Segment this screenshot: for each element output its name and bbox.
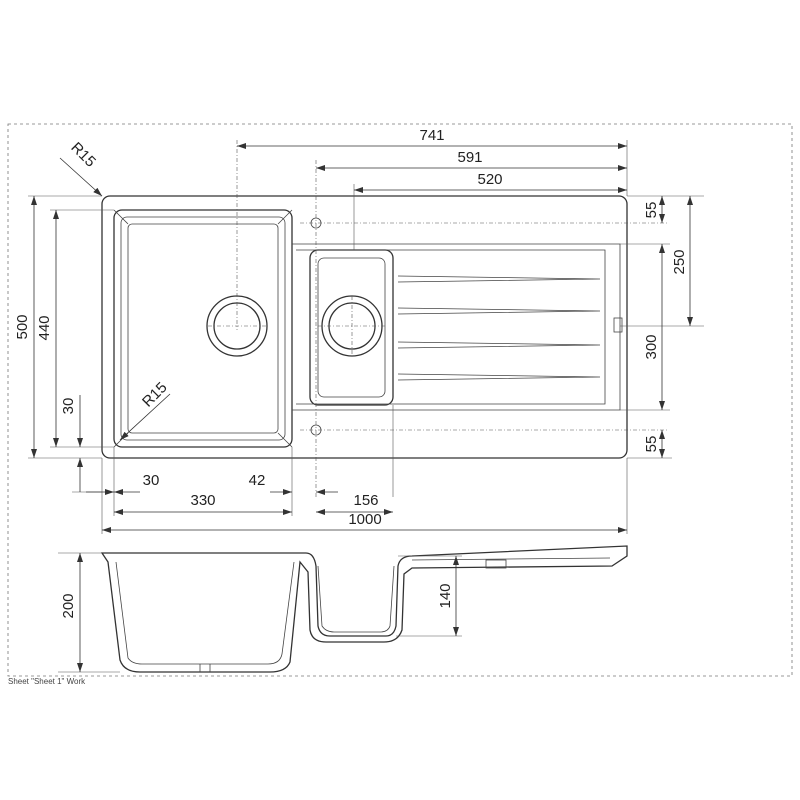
- dimension-labels: 741 591 520 30 42 330 156 1000 500 440 3…: [14, 127, 688, 528]
- overflow-slot: [613, 317, 623, 333]
- drainer-area: [292, 243, 621, 411]
- side-section-view: [100, 545, 628, 673]
- label-30-vertical: 30: [60, 398, 77, 415]
- extension-lines: [28, 140, 704, 534]
- top-view: [101, 195, 628, 459]
- label-55-bottom: 55: [643, 436, 660, 453]
- drainer-grooves: [397, 275, 601, 381]
- drawing-frame: [7, 123, 793, 677]
- label-330: 330: [190, 492, 215, 509]
- label-741: 741: [419, 127, 444, 144]
- sheet-label: Sheet "Sheet 1" Work: [8, 677, 86, 686]
- vertical-dimensions: [31, 196, 693, 492]
- sink-section: [100, 545, 628, 673]
- label-r15-bowl: R15: [139, 379, 170, 410]
- r15-corner-leader: [59, 157, 103, 197]
- r15-bowl-leader: [119, 393, 171, 441]
- side-view-dimensions: 200 140: [58, 552, 462, 673]
- label-250: 250: [671, 249, 688, 274]
- main-bowl-inner: [120, 216, 286, 441]
- main-bowl-section: [115, 561, 295, 665]
- label-30-horizontal: 30: [143, 472, 160, 489]
- centre-lines: [208, 140, 668, 497]
- label-42: 42: [249, 472, 266, 489]
- label-200: 200: [60, 593, 77, 618]
- sink-outline: [101, 195, 628, 459]
- main-bowl: [113, 209, 293, 448]
- small-bowl-section: [317, 565, 395, 633]
- horizontal-dimensions: [86, 143, 627, 533]
- label-520: 520: [477, 171, 502, 188]
- label-1000: 1000: [348, 511, 381, 528]
- label-440: 440: [36, 315, 53, 340]
- label-591: 591: [457, 149, 482, 166]
- label-140: 140: [437, 583, 454, 608]
- label-r15-corner: R15: [67, 139, 98, 170]
- label-500: 500: [14, 314, 31, 339]
- label-55-top: 55: [643, 202, 660, 219]
- label-300: 300: [643, 334, 660, 359]
- label-156: 156: [353, 492, 378, 509]
